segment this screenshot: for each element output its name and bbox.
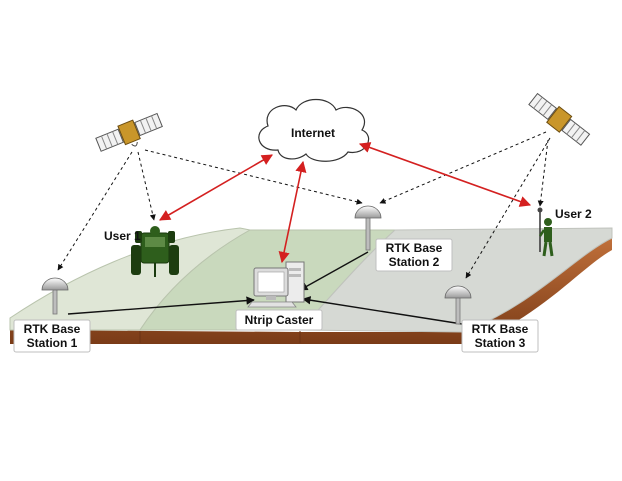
person-icon (537, 207, 554, 257)
station2-label: RTK Base Station 2 (375, 238, 453, 272)
link-station2-caster (299, 251, 369, 291)
cloud-icon (258, 98, 370, 162)
signal-sat1-station1 (57, 151, 133, 271)
link-internet-caster (278, 160, 307, 264)
internet-label: Internet (291, 126, 335, 140)
antenna-icon (41, 277, 69, 315)
svg-text:Station 1: Station 1 (27, 336, 78, 350)
station1-label: RTK Base Station 1 (13, 319, 91, 353)
signal-sat2-user2 (537, 139, 549, 207)
svg-text:RTK Base: RTK Base (472, 322, 529, 336)
ntrip-caster-text: Ntrip Caster (245, 313, 314, 327)
signal-sat1-user1 (137, 151, 156, 221)
satellite-icon (528, 92, 591, 146)
caster-links (67, 251, 463, 325)
station3-label: RTK Base Station 3 (461, 319, 539, 353)
tractor-icon (131, 226, 179, 277)
internet-links (159, 142, 532, 264)
satellite-icon (95, 112, 163, 152)
signal-sat2-station2 (379, 131, 547, 204)
link-internet-user1 (159, 154, 273, 221)
computer-icon (247, 261, 305, 308)
user2-label: User 2 (555, 207, 592, 221)
link-internet-user2 (358, 142, 532, 207)
svg-text:RTK Base: RTK Base (386, 241, 443, 255)
link-station3-caster (302, 296, 463, 325)
link-station1-caster (67, 296, 255, 315)
antenna-icon (354, 205, 382, 251)
svg-text:Station 3: Station 3 (475, 336, 526, 350)
svg-text:RTK Base: RTK Base (24, 322, 81, 336)
antenna-icon (444, 285, 472, 325)
ntrip-caster-label: Ntrip Caster (235, 309, 323, 331)
svg-text:Station 2: Station 2 (389, 255, 440, 269)
user1-label: User 1 (104, 229, 141, 243)
